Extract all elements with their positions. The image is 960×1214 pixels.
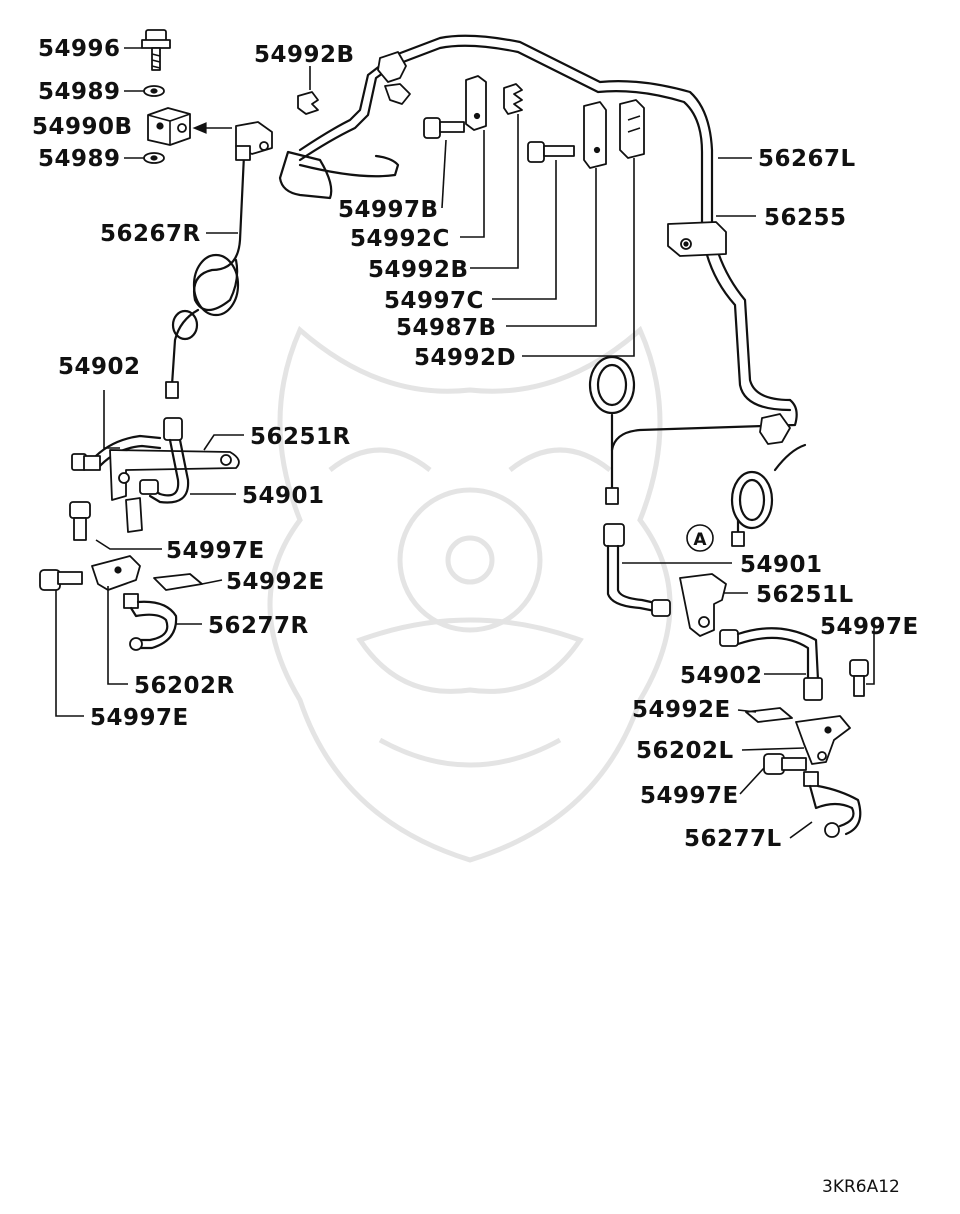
- joint-block-54990B-icon: [147, 107, 191, 146]
- clip-54992E-left-icon: [153, 573, 203, 591]
- label-54997E-right1: 54997E: [820, 614, 919, 640]
- label-54992D: 54992D: [414, 345, 516, 371]
- label-54990B: 54990B: [32, 114, 133, 140]
- hose-54901-left-icon: [125, 417, 190, 533]
- bolt-54997E-right1-icon: [849, 659, 869, 697]
- label-54997B: 54997B: [338, 197, 439, 223]
- label-56251L: 56251L: [756, 582, 854, 608]
- bracket-56251L-icon: [679, 573, 727, 637]
- label-54901-right: 54901: [740, 552, 823, 578]
- label-54989-bottom: 54989: [38, 146, 121, 172]
- pipe-56277R-icon: [123, 593, 178, 651]
- view-marker: A: [693, 530, 707, 550]
- hose-54902-right-icon: [719, 627, 823, 701]
- label-54997E-right2: 54997E: [640, 783, 739, 809]
- bolt-54996-icon: [141, 29, 171, 71]
- watermark-emblem: [267, 325, 673, 863]
- label-54989-top: 54989: [38, 79, 121, 105]
- pipe-clamp-icon: [377, 51, 411, 105]
- label-54997C: 54997C: [384, 288, 484, 314]
- label-56251R: 56251R: [250, 424, 351, 450]
- view-marker-circle-icon: [686, 524, 714, 552]
- label-56277L: 56277L: [684, 826, 782, 852]
- bolt-54997E-right2-icon: [763, 753, 807, 775]
- hose-54901-right-icon: [603, 523, 671, 617]
- clip-54992C-icon: [465, 75, 487, 131]
- label-54992C: 54992C: [350, 226, 450, 252]
- label-56202L: 56202L: [636, 738, 734, 764]
- bracket-56251R-icon: [109, 449, 240, 501]
- reference-code: 3KR6A12: [822, 1177, 900, 1197]
- label-54997E-left1: 54997E: [166, 538, 265, 564]
- bolt-54997E-left2-icon: [39, 569, 83, 591]
- label-56255: 56255: [764, 205, 847, 231]
- bolt-54997B-icon: [423, 117, 465, 139]
- label-54997E-left2: 54997E: [90, 705, 189, 731]
- leader-lines: [55, 47, 875, 839]
- label-54902-left: 54902: [58, 354, 141, 380]
- bolt-54997E-left1-icon: [69, 501, 91, 541]
- junction-block-56255-icon: [667, 221, 727, 257]
- label-54902-right: 54902: [680, 663, 763, 689]
- label-54992E-left: 54992E: [226, 569, 325, 595]
- bracket-56202L-icon: [795, 715, 851, 765]
- label-54992B: 54992B: [368, 257, 469, 283]
- clip-54992E-right-icon: [745, 707, 793, 723]
- label-56202R: 56202R: [134, 673, 235, 699]
- clip-54992D-icon: [619, 99, 645, 159]
- label-54992E-right: 54992E: [632, 697, 731, 723]
- pipe-56277L-icon: [803, 771, 862, 838]
- clip-54992B-top-icon: [297, 91, 319, 115]
- label-56267R: 56267R: [100, 221, 201, 247]
- pipe-clip-right-icon: [759, 413, 791, 445]
- junction-icon: [235, 121, 273, 161]
- label-54992B-top: 54992B: [254, 42, 355, 68]
- label-54996: 54996: [38, 36, 121, 62]
- brake-pipe-network: [165, 34, 807, 547]
- label-56277R: 56277R: [208, 613, 309, 639]
- label-54901-left: 54901: [242, 483, 325, 509]
- bracket-56202R-icon: [91, 555, 141, 591]
- label-56267L: 56267L: [758, 146, 856, 172]
- label-54987B: 54987B: [396, 315, 497, 341]
- bracket-54987B-icon: [583, 101, 607, 169]
- clip-54992B-icon: [503, 83, 523, 115]
- bolt-54997C-icon: [527, 141, 575, 163]
